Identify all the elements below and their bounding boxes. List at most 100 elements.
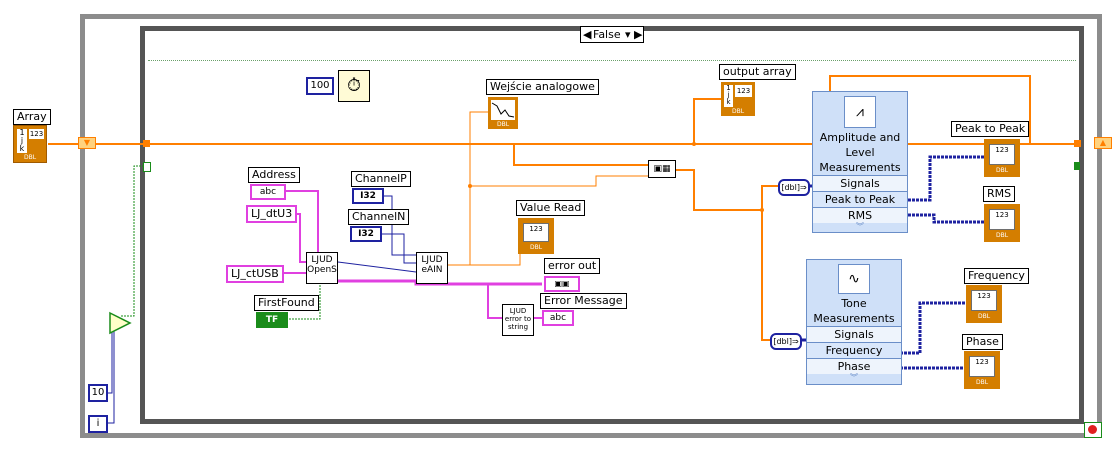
pink-wire-error2: [487, 284, 502, 319]
blue-wire-channelp: [382, 195, 416, 256]
tone-term-signals[interactable]: Signals: [807, 326, 901, 342]
amplitude-term-peak-to-peak[interactable]: Peak to Peak: [813, 191, 907, 207]
peak-to-peak-indicator[interactable]: 123 DBL: [984, 139, 1020, 177]
amplitude-title-2: Level: [845, 146, 875, 159]
case-tunnel-right: [1074, 140, 1081, 147]
firstfound-label: FirstFound: [254, 295, 319, 311]
error-out-indicator[interactable]: ▣▣: [544, 276, 580, 292]
wire-junction-1: [692, 142, 696, 146]
build-array-node[interactable]: ▣▦: [648, 160, 676, 178]
wire-junction-2: [760, 208, 764, 212]
rms-type: 123: [989, 209, 1015, 230]
tone-title-1: Tone: [841, 297, 867, 310]
peak-to-peak-label: Peak to Peak: [951, 121, 1030, 137]
case-structure-frame[interactable]: [140, 26, 1084, 424]
to-dynamic-data-2[interactable]: [dbl]⇒: [770, 333, 802, 350]
output-array-type: 123: [735, 85, 752, 97]
tunnel-right[interactable]: ▲: [1094, 137, 1112, 149]
case-tunnel-left: [143, 140, 150, 147]
orange-wire-build: [676, 169, 780, 211]
amplitude-term-rms[interactable]: RMS: [813, 207, 907, 223]
to-dynamic-data-1[interactable]: [dbl]⇒: [778, 179, 810, 196]
ljud-error-to-string-subvi[interactable]: LJUD error to string: [502, 304, 534, 336]
case-next-icon[interactable]: ▶: [634, 28, 643, 41]
blue-wire-handle: [337, 261, 417, 273]
lj-ctusb-constant[interactable]: LJ_ctUSB: [226, 265, 284, 283]
wait-ms-icon[interactable]: ⏱: [338, 70, 370, 102]
ljud-eain-subvi[interactable]: LJUD eAIN: [416, 252, 448, 284]
tunnel-left[interactable]: ▼: [78, 137, 96, 149]
frequency-label: Frequency: [964, 268, 1029, 284]
frequency-indicator[interactable]: 123 DBL: [966, 285, 1002, 323]
pink-wire-error: [338, 279, 542, 286]
peak-to-peak-type: 123: [989, 144, 1015, 165]
channelp-control[interactable]: I32: [352, 188, 384, 204]
error-message-indicator[interactable]: abc: [542, 310, 574, 326]
waveform-icon: [491, 102, 515, 118]
tone-term-frequency[interactable]: Frequency: [807, 342, 901, 358]
pink-wire-address: [286, 190, 319, 256]
case-selector[interactable]: ◀ False ▾ ▶: [580, 26, 644, 43]
lj-dtu3-constant[interactable]: LJ_dtU3: [246, 205, 298, 223]
wait-constant[interactable]: 100: [306, 77, 334, 95]
error-message-label: Error Message: [540, 293, 627, 309]
dyn-wire-rms: [904, 213, 984, 224]
amplitude-title-3: Measurements: [819, 161, 901, 174]
stop-condition-terminal[interactable]: [1084, 422, 1102, 438]
address-control[interactable]: abc: [250, 184, 286, 200]
firstfound-control[interactable]: TF: [256, 312, 288, 328]
array-label: Array: [13, 109, 51, 125]
blue-wire-iter: [106, 330, 115, 424]
dyn-wire-p2p: [904, 155, 984, 202]
tone-icon: ∿: [838, 264, 870, 294]
tone-term-phase[interactable]: Phase: [807, 358, 901, 374]
case-tunnel-green-right: [1074, 162, 1080, 170]
case-prev-icon[interactable]: ◀: [583, 28, 592, 41]
channeln-label: ChannelN: [348, 209, 410, 225]
orange-wire-outarray: [693, 98, 722, 144]
ljud-opens-subvi[interactable]: LJUD OpenS: [306, 252, 338, 284]
amplitude-term-signals[interactable]: Signals: [813, 175, 907, 191]
amplitude-title-1: Amplitude and: [819, 131, 901, 144]
phase-tag: DBL: [975, 379, 989, 386]
iteration-terminal[interactable]: i: [88, 415, 108, 433]
phase-indicator[interactable]: 123 DBL: [964, 351, 1000, 389]
rms-indicator[interactable]: 123 DBL: [984, 204, 1020, 242]
loop-count-constant[interactable]: 10: [88, 384, 108, 402]
orange-wire-tone: [761, 210, 780, 341]
wejscie-graph-indicator[interactable]: DBL: [488, 97, 518, 129]
output-array-label: output array: [719, 64, 796, 80]
tone-measurements-vi[interactable]: ∿ Tone Measurements Signals Frequency Ph…: [806, 259, 902, 385]
orange-wire-value: [469, 111, 490, 265]
value-read-indicator[interactable]: 123 DBL: [518, 218, 554, 254]
value-read-tag: DBL: [529, 244, 543, 251]
stop-icon: [1088, 425, 1097, 434]
amplitude-level-measurements-vi[interactable]: ⩘ Amplitude and Level Measurements Signa…: [812, 91, 908, 233]
wire-junction-3: [468, 184, 472, 188]
phase-type: 123: [969, 356, 995, 377]
case-dropdown-icon[interactable]: ▾: [625, 28, 631, 41]
tone-title-2: Measurements: [813, 312, 895, 325]
frequency-tag: DBL: [977, 313, 991, 320]
output-array-tag: DBL: [731, 108, 745, 115]
wejscie-tag: DBL: [496, 121, 510, 128]
amplitude-expand-icon[interactable]: ︾: [856, 222, 864, 231]
case-inner-dotted: [148, 60, 1076, 62]
tone-expand-icon[interactable]: ︾: [850, 373, 858, 382]
wejscie-label: Wejście analogowe: [486, 79, 599, 95]
value-read-label: Value Read: [516, 200, 586, 216]
phase-label: Phase: [962, 334, 1003, 350]
case-tunnel-green: [143, 162, 151, 172]
array-type: 123: [29, 129, 44, 139]
channeln-control[interactable]: I32: [350, 226, 382, 242]
peak-to-peak-tag: DBL: [995, 167, 1009, 174]
address-label: Address: [248, 167, 300, 183]
compare-node-outline: [109, 311, 132, 335]
orange-wire-value2: [448, 239, 521, 266]
rms-label: RMS: [983, 186, 1016, 202]
orange-wire-main: [48, 143, 648, 166]
rms-tag: DBL: [995, 232, 1009, 239]
